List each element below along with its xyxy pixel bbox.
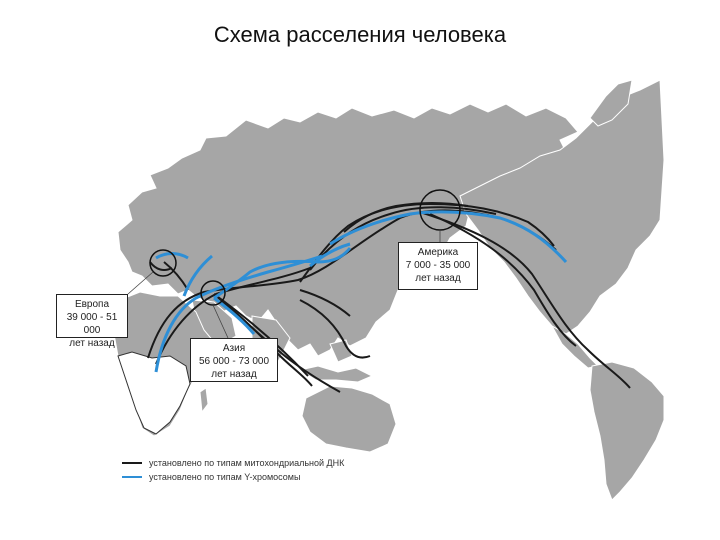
- legend-label-mtdna: установлено по типам митохондриальной ДН…: [149, 458, 345, 468]
- route-mtdna-4: [213, 293, 341, 393]
- central-america-shape: [550, 324, 600, 369]
- landmass: [113, 79, 665, 501]
- route-mtdna-10: [429, 213, 577, 347]
- america-label-range: 7 000 - 35 000: [405, 260, 471, 271]
- route-mtdna-11: [343, 202, 469, 233]
- legend-swatch-mtdna: [122, 462, 142, 464]
- asia-label-title: Азия: [222, 343, 246, 354]
- asia-label-ago: лет назад: [211, 369, 257, 380]
- europe-connector: [127, 271, 154, 295]
- legend-item-ychrom: установлено по типам Y-хромосомы: [122, 470, 344, 484]
- europe-hub-circle: [149, 249, 177, 277]
- australia-shape: [301, 385, 397, 453]
- route-mtdna-12: [299, 289, 351, 317]
- route-mtdna-2: [155, 267, 311, 365]
- route-mtdna-8: [299, 299, 371, 359]
- map-title: Схема расселения человека: [213, 22, 507, 47]
- route-mtdna-5: [213, 293, 309, 377]
- route-mtdna-7: [309, 206, 497, 271]
- route-mtdna-9: [419, 211, 631, 389]
- europe-label-range: 39 000 - 51 000: [66, 312, 118, 336]
- america-label-box: Америка 7 000 - 35 000 лет назад: [398, 242, 478, 290]
- route-mtdna-14: [149, 261, 173, 271]
- map-legend: установлено по типам митохондриальной ДН…: [122, 456, 344, 484]
- asia-label-box: Азия 56 000 - 73 000 лет назад: [190, 338, 278, 382]
- legend-swatch-ychrom: [122, 476, 142, 478]
- africa-origin-highlight: [117, 351, 191, 435]
- south-america-shape: [589, 361, 665, 501]
- legend-item-mtdna: установлено по типам митохондриальной ДН…: [122, 456, 344, 470]
- madagascar-shape: [199, 387, 209, 414]
- migration-hubs: [149, 189, 461, 306]
- route-ychrom-2: [213, 247, 352, 300]
- route-ychrom-6: [329, 210, 568, 264]
- route-ychrom-4: [182, 254, 213, 297]
- north-america-shape: [459, 79, 665, 335]
- ychrom-routes: [154, 210, 568, 373]
- route-ychrom-7: [309, 242, 351, 268]
- america-label-ago: лет назад: [415, 273, 461, 284]
- asia-connector: [212, 304, 229, 339]
- europe-label-title: Европа: [74, 299, 110, 310]
- route-ychrom-1: [154, 254, 323, 373]
- greenland-shape: [589, 79, 633, 127]
- europe-label-box: Европа 39 000 - 51 000 лет назад: [56, 294, 128, 349]
- europe-label-ago: лет назад: [69, 338, 115, 349]
- route-ychrom-3: [213, 296, 256, 335]
- america-label-title: Америка: [417, 247, 459, 258]
- legend-label-ychrom: установлено по типам Y-хромосомы: [149, 472, 301, 482]
- asia-label-range: 56 000 - 73 000: [198, 356, 270, 367]
- label-connectors: [127, 230, 441, 339]
